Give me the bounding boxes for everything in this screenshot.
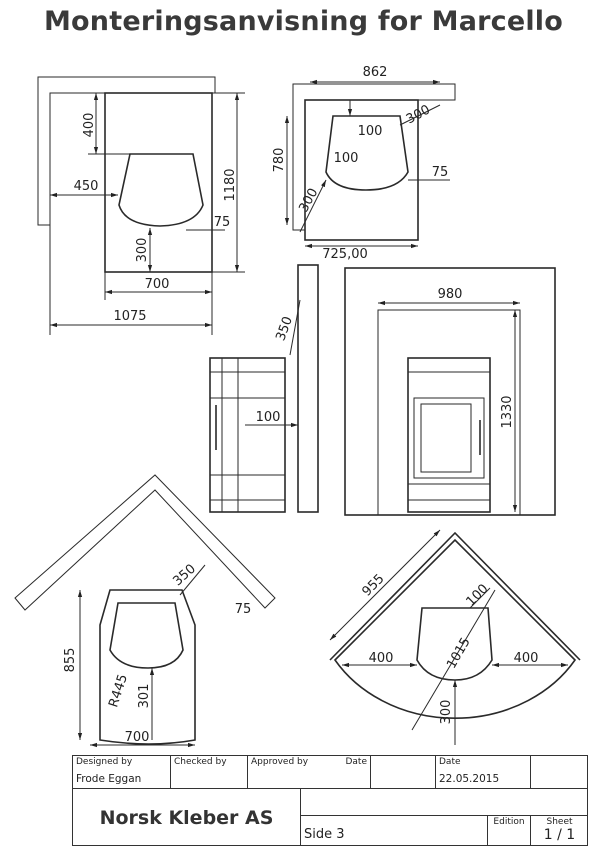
- front-view: 980 1330: [344, 267, 556, 516]
- empty-cell: [531, 756, 588, 789]
- side-view: 350 100: [209, 264, 319, 513]
- dim-400-right: 400: [514, 651, 539, 666]
- company-cell: Norsk Kleber AS: [73, 789, 301, 846]
- dim-100: 100: [463, 581, 491, 609]
- date-value: 22.05.2015: [439, 773, 500, 785]
- dim-301: 301: [137, 684, 152, 709]
- dim-r445: R445: [106, 672, 131, 709]
- stove-side: [209, 357, 286, 513]
- dim-855: 855: [63, 648, 78, 673]
- dim-862: 862: [363, 65, 388, 80]
- wall-front: [344, 267, 556, 516]
- checked-by-cell: Checked by: [171, 756, 248, 789]
- corner-plate-view: 350 75 855 R445 301 700: [14, 474, 276, 748]
- designed-by-cell: Designed by Frode Eggan: [73, 756, 171, 789]
- date-cell: Date 22.05.2015: [436, 756, 531, 789]
- dim-780: 780: [272, 148, 287, 173]
- dim-1180: 1180: [223, 168, 238, 201]
- dim-1075: 1075: [113, 309, 146, 324]
- dim-700: 700: [145, 277, 170, 292]
- approval-date-label: Date: [345, 757, 367, 767]
- dim-100-side: 100: [334, 151, 359, 166]
- designed-by-label: Designed by: [76, 757, 133, 767]
- stove-front: [407, 357, 491, 513]
- sheet-name-cell: Side 3: [301, 816, 488, 846]
- edition-cell: Edition: [488, 816, 531, 846]
- corner-wall-view: 862 100 300 100 780 75 300 725,00: [272, 65, 456, 262]
- sheet-label: Sheet: [546, 817, 573, 827]
- dim-100-top: 100: [358, 124, 383, 139]
- round-corner-view: 955 100 400 1015 400 300: [329, 529, 581, 745]
- dim-400: 400: [82, 113, 97, 138]
- floor-plate: [104, 92, 213, 273]
- stove-outline: [118, 153, 204, 227]
- title-block: Designed by Frode Eggan Checked by Appro…: [72, 755, 588, 846]
- dim-1330: 1330: [500, 395, 515, 428]
- dim-400-left: 400: [369, 651, 394, 666]
- dim-1015: 1015: [444, 635, 474, 671]
- dim-980: 980: [438, 287, 463, 302]
- dim-75: 75: [432, 165, 449, 180]
- dim-300: 300: [439, 700, 454, 725]
- dim-350: 350: [170, 562, 198, 590]
- checked-by-label: Checked by: [174, 757, 227, 767]
- dim-75: 75: [214, 215, 231, 230]
- company-name: Norsk Kleber AS: [99, 806, 274, 829]
- wall-placement-view: 400 450 1180 75 300 700 1075: [37, 76, 245, 335]
- wall-section: [297, 264, 319, 513]
- designed-by-value: Frode Eggan: [76, 773, 142, 785]
- sheet-name: Side 3: [304, 827, 345, 842]
- sheet-number: 1 / 1: [543, 827, 576, 843]
- date-label: Date: [439, 757, 461, 767]
- dim-100: 100: [256, 410, 281, 425]
- glass-door: [420, 403, 472, 473]
- approval-date-cell: [371, 756, 436, 789]
- dim-300-bottom: 300: [296, 186, 321, 215]
- dim-725: 725,00: [322, 247, 368, 262]
- approved-by-label: Approved by: [251, 757, 309, 767]
- edition-label: Edition: [493, 817, 525, 827]
- dim-75: 75: [235, 602, 252, 617]
- sheet-cell: Sheet 1 / 1: [531, 816, 588, 846]
- dim-955: 955: [359, 571, 387, 599]
- approved-by-cell: Approved by Date: [248, 756, 371, 789]
- drawing-title-cell: [301, 789, 588, 816]
- wall-hatch: [37, 76, 216, 226]
- dim-450: 450: [74, 179, 99, 194]
- document-title: Monteringsanvisning for Marcello: [43, 6, 564, 37]
- dim-300: 300: [135, 238, 150, 263]
- dim-700: 700: [125, 730, 150, 745]
